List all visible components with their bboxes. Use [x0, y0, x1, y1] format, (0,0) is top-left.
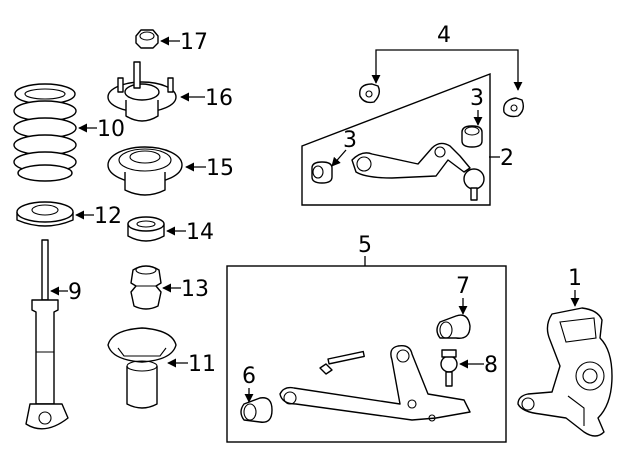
part-13-jounce-bumper: 13: [130, 265, 209, 310]
callout-12: 12: [94, 204, 122, 229]
callout-2: 2: [500, 146, 514, 171]
part-4-bushings: 4: [359, 23, 525, 118]
callout-9: 9: [68, 280, 82, 305]
part-16-strut-mount: 16: [107, 61, 233, 122]
part-15-spring-seat: 15: [107, 146, 234, 196]
callout-17: 17: [180, 30, 208, 55]
callout-6: 6: [242, 364, 256, 389]
part-9-shock-absorber: 9: [25, 239, 82, 430]
callout-8: 8: [484, 353, 498, 378]
callout-10: 10: [97, 117, 125, 142]
callout-3-right: 3: [470, 86, 484, 111]
lower-control-arm-group: 5 7 8 6: [226, 233, 507, 443]
callout-5: 5: [358, 233, 372, 258]
part-17-nut: 17: [135, 29, 208, 55]
part-12-insulator: 12: [16, 201, 122, 229]
callout-7: 7: [456, 274, 470, 299]
callout-4: 4: [437, 23, 451, 48]
callout-14: 14: [186, 220, 214, 245]
part-11-shield: 11: [107, 327, 216, 409]
part-10-coil-spring: 10: [13, 83, 125, 182]
callout-15: 15: [206, 156, 234, 181]
upper-control-arm-group: 3 3 2: [301, 72, 514, 206]
callout-3-left: 3: [343, 128, 357, 153]
callout-1: 1: [568, 266, 582, 291]
callout-16: 16: [205, 86, 233, 111]
part-1-knuckle: 1: [517, 266, 613, 437]
callout-13: 13: [181, 277, 209, 302]
part-14-isolator: 14: [127, 216, 214, 245]
callout-11: 11: [188, 352, 216, 377]
